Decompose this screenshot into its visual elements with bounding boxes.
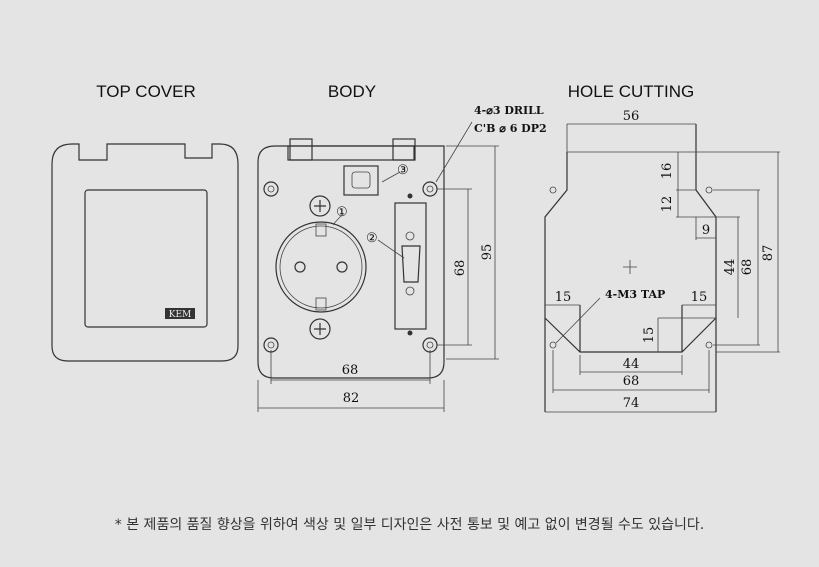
kem-logo-text: KEM — [169, 310, 192, 320]
dim-right-15: 15 — [691, 290, 708, 305]
center-cross — [623, 260, 637, 274]
dim-vert-15: 15 — [642, 327, 657, 344]
title-hole-cutting: HOLE CUTTING — [568, 82, 695, 101]
callout-1: ① — [336, 205, 348, 220]
dim-body-95: 95 — [480, 244, 495, 261]
usb-port — [343, 165, 379, 196]
dsub-panel — [394, 193, 427, 336]
power-socket — [275, 221, 367, 313]
hinge-tab-left — [289, 138, 313, 161]
top-cover-outline — [51, 143, 239, 362]
top-cover-window — [84, 189, 208, 328]
dim-body-82: 82 — [343, 391, 360, 406]
dim-left-15: 15 — [555, 290, 572, 305]
dim-74: 74 — [623, 396, 640, 411]
body-view: ① ② ③ 4-⌀3 DRILL C'B ⌀ 6 DP2 68 82 68 95 — [257, 104, 547, 412]
top-cover-view: KEM — [51, 143, 239, 362]
dim-right-44: 44 — [723, 259, 738, 276]
callout-3: ③ — [397, 163, 409, 178]
title-top-cover: TOP COVER — [96, 82, 196, 101]
dim-12: 12 — [660, 196, 675, 213]
hinge-tab-right — [392, 138, 416, 161]
disclaimer-note: * 본 제품의 품질 향상을 위하여 색상 및 일부 디자인은 사전 통보 및 … — [114, 517, 705, 533]
dim-right-68: 68 — [740, 259, 755, 276]
hole-cutting-view: 56 16 12 9 44 68 87 15 4-M3 TAP 15 15 44… — [544, 109, 780, 413]
title-body: BODY — [328, 82, 376, 101]
body-outline — [257, 145, 445, 379]
hinge-bar — [287, 145, 415, 161]
tap-note: 4-M3 TAP — [605, 288, 665, 301]
drill-note: 4-⌀3 DRILL — [474, 104, 544, 117]
usb-connector — [351, 171, 371, 189]
socket-screws — [309, 195, 331, 340]
callout-2: ② — [366, 231, 378, 246]
counterbore-note: C'B ⌀ 6 DP2 — [474, 122, 547, 135]
dim-87: 87 — [761, 245, 776, 262]
cutout-sides — [544, 124, 717, 412]
dim-16: 16 — [660, 163, 675, 180]
kem-logo — [165, 308, 195, 319]
dim-bottom-44: 44 — [623, 357, 640, 372]
tap-holes — [549, 186, 713, 349]
dim-9: 9 — [702, 223, 710, 238]
dim-bottom-68: 68 — [623, 374, 640, 389]
dim-56: 56 — [623, 109, 640, 124]
dim-body-68-vertical: 68 — [453, 260, 468, 277]
mount-holes — [263, 181, 438, 353]
dim-body-68-horizontal: 68 — [342, 363, 359, 378]
